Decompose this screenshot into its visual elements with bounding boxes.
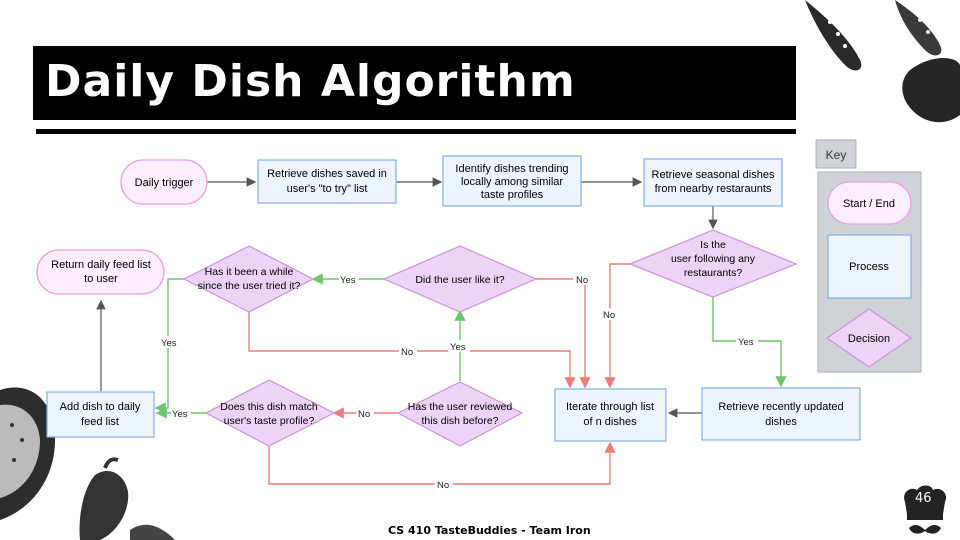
slide-footer: CS 410 TasteBuddies - Team Iron (388, 524, 591, 537)
svg-text:Identify dishes trending: Identify dishes trending (455, 163, 568, 175)
svg-text:Process: Process (849, 261, 889, 273)
svg-text:user's "to try" list: user's "to try" list (287, 183, 368, 195)
chef-hat-icon (904, 485, 947, 534)
node-retrieve-updated: Retrieve recently updated dishes (701, 387, 861, 441)
slide-title: Daily Dish Algorithm (45, 56, 576, 107)
node-been-a-while: Has it been a while since the user tried… (182, 245, 315, 313)
legend-header: Key (826, 148, 847, 162)
svg-text:Does this dish match: Does this dish match (220, 401, 318, 413)
edge-label-no-while: No (401, 347, 413, 358)
svg-text:Has it been a while: Has it been a while (205, 266, 294, 278)
legend-start-end: Start / End (827, 181, 912, 225)
svg-text:user's taste profile?: user's taste profile? (224, 415, 315, 427)
svg-text:user following any: user following any (671, 253, 756, 265)
edge-label-yes-while: Yes (161, 338, 177, 349)
edge-label-yes-match: Yes (172, 409, 188, 420)
svg-text:Daily trigger: Daily trigger (135, 177, 194, 189)
node-user-like: Did the user like it? (382, 245, 538, 313)
svg-text:feed list: feed list (81, 416, 119, 428)
svg-text:to user: to user (84, 273, 118, 285)
svg-text:restaurants?: restaurants? (684, 267, 743, 279)
svg-text:taste profiles: taste profiles (481, 189, 544, 201)
svg-text:since the user tried it?: since the user tried it? (198, 280, 301, 292)
page-number: 46 (915, 491, 932, 506)
svg-text:Did the user like it?: Did the user like it? (415, 274, 504, 286)
edge-labels: Yes No No Yes Yes No Yes Yes No No (160, 273, 758, 491)
edge-label-no-reviewed: No (358, 409, 370, 420)
title-underline (36, 129, 796, 134)
edge-label-yes-reviewed: Yes (450, 342, 466, 353)
node-return-feed: Return daily feed list to user (36, 249, 165, 295)
node-reviewed-before: Has the user reviewed this dish before? (396, 381, 524, 447)
node-retrieve-to-try: Retrieve dishes saved in user's "to try"… (257, 159, 397, 204)
node-following-restaurants: Is the user following any restaurants? (628, 229, 798, 298)
svg-text:this dish before?: this dish before? (421, 415, 498, 427)
legend-process: Process (827, 234, 912, 299)
legend-decision: Decision (825, 308, 913, 368)
svg-text:Return daily feed list: Return daily feed list (51, 259, 151, 271)
edge-label-yes-following: Yes (738, 337, 754, 348)
burger-pepper-illustration (0, 387, 175, 540)
edge-label-no-match: No (437, 480, 449, 491)
svg-text:of n dishes: of n dishes (583, 416, 637, 428)
svg-text:Has the user reviewed: Has the user reviewed (408, 401, 513, 413)
node-match-taste: Does this dish match user's taste profil… (204, 379, 336, 447)
baguette-illustration (805, 0, 960, 123)
node-iterate: Iterate through list of n dishes (554, 388, 667, 442)
svg-text:Start / End: Start / End (843, 198, 895, 210)
svg-text:Is the: Is the (700, 239, 726, 251)
svg-text:Retrieve seasonal dishes: Retrieve seasonal dishes (652, 169, 775, 181)
svg-text:Retrieve dishes saved in: Retrieve dishes saved in (267, 168, 387, 180)
edge-label-yes-like: Yes (340, 275, 356, 286)
svg-text:Decision: Decision (848, 333, 890, 345)
node-retrieve-seasonal: Retrieve seasonal dishes from nearby res… (643, 158, 783, 207)
node-identify-trending: Identify dishes trending locally among s… (442, 155, 582, 207)
title-bar: Daily Dish Algorithm (33, 46, 796, 120)
edge-label-no-following: No (603, 310, 615, 321)
node-add-to-feed: Add dish to daily feed list (46, 391, 155, 438)
svg-text:dishes: dishes (765, 416, 797, 428)
node-daily-trigger: Daily trigger (120, 159, 208, 205)
edge-label-no-like: No (576, 275, 588, 286)
connectors-neutral (96, 177, 718, 418)
svg-text:Retrieve recently updated: Retrieve recently updated (718, 401, 843, 413)
svg-text:from nearby restaraunts: from nearby restaraunts (655, 183, 772, 195)
svg-text:Add dish to daily: Add dish to daily (60, 401, 141, 413)
legend: Key Start / End Process Decision (815, 139, 922, 373)
svg-text:Iterate through list: Iterate through list (566, 401, 654, 413)
svg-text:locally among similar: locally among similar (461, 176, 563, 188)
